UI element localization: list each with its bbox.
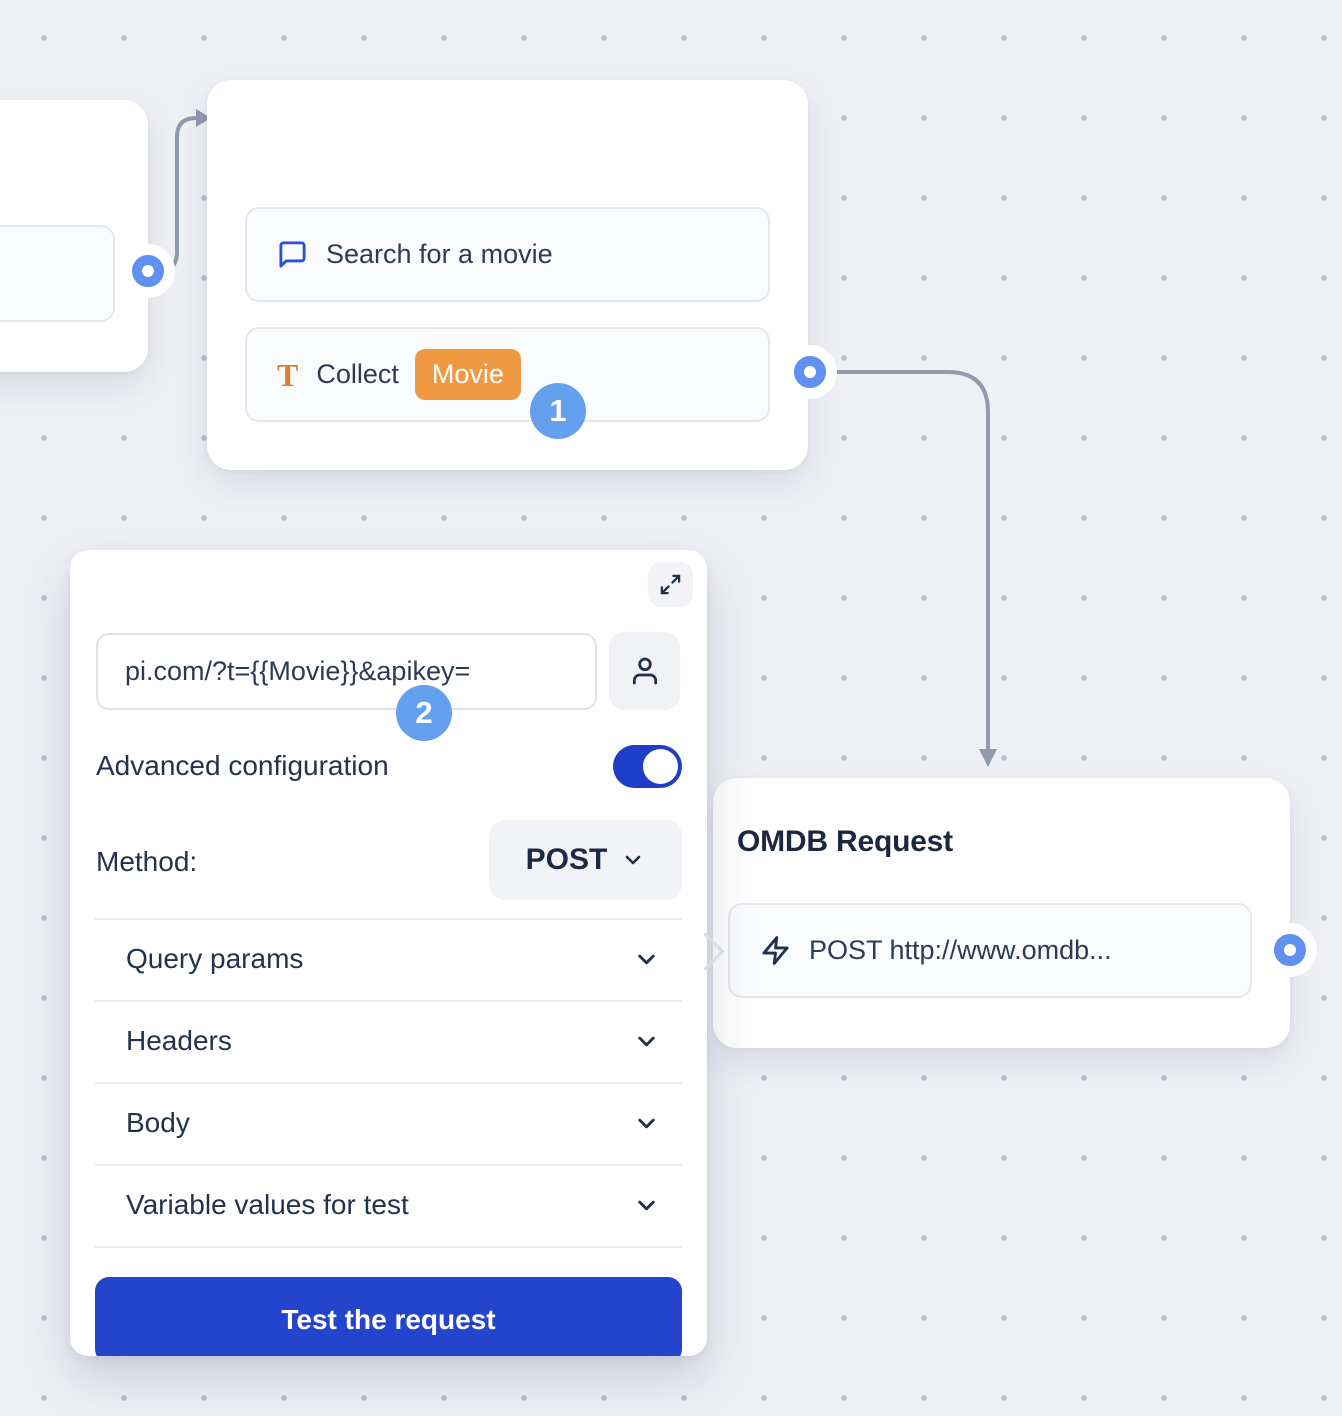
chevron-down-icon — [633, 946, 660, 973]
divider — [95, 918, 682, 920]
section-label: Body — [126, 1107, 190, 1138]
section-label: Variable values for test — [126, 1189, 409, 1220]
section-headers[interactable]: Headers — [126, 1000, 660, 1082]
toggle-knob — [643, 749, 678, 784]
section-body[interactable]: Body — [126, 1082, 660, 1164]
request-config-panel: pi.com/?t={{Movie}}&apikey= Advanced con… — [70, 550, 707, 1356]
method-select[interactable]: POST — [489, 820, 682, 900]
text-icon: T — [277, 356, 299, 393]
step-badge-1: 1 — [530, 383, 586, 439]
step-badge-2: 2 — [396, 685, 452, 741]
url-value: pi.com/?t={{Movie}}&apikey= — [125, 656, 471, 686]
section-variable-values[interactable]: Variable values for test — [126, 1164, 660, 1246]
divider — [95, 1082, 682, 1084]
arrowhead-to-omdb — [979, 749, 997, 767]
output-port-movie-search[interactable] — [794, 356, 826, 388]
output-port-partial[interactable] — [132, 255, 164, 287]
node-card-omdb[interactable]: OMDB Request POST http://www.omdb... — [713, 778, 1290, 1048]
block-omdb-webhook[interactable]: POST http://www.omdb... — [728, 903, 1252, 998]
zap-icon — [760, 935, 791, 966]
divider — [95, 1246, 682, 1248]
chevron-down-icon — [633, 1110, 660, 1137]
connection-to-movie-search — [150, 116, 199, 273]
advanced-config-toggle[interactable] — [613, 745, 682, 788]
test-request-button[interactable]: Test the request — [95, 1277, 682, 1356]
block-collect-movie[interactable]: T Collect Movie — [245, 327, 770, 422]
node-card-partial[interactable] — [0, 100, 148, 372]
node-card-movie-search[interactable]: Movie search Search for a movie T Collec… — [207, 80, 808, 470]
chevron-down-icon — [633, 1028, 660, 1055]
node-title: OMDB Request — [737, 825, 953, 858]
section-query-params[interactable]: Query params — [126, 918, 660, 1000]
url-input[interactable]: pi.com/?t={{Movie}}&apikey= — [96, 633, 597, 710]
advanced-configuration-label: Advanced configuration — [96, 750, 389, 781]
variable-chip-movie: Movie — [414, 348, 521, 401]
block-label: Search for a movie — [326, 239, 553, 269]
method-label: Method: — [96, 846, 198, 877]
person-icon — [629, 655, 661, 687]
divider — [95, 1164, 682, 1166]
partial-block-item[interactable] — [0, 225, 115, 322]
block-search-for-movie[interactable]: Search for a movie — [245, 207, 770, 302]
divider — [95, 1000, 682, 1002]
block-label: POST http://www.omdb... — [809, 935, 1112, 965]
output-port-omdb[interactable] — [1274, 934, 1306, 966]
section-label: Query params — [126, 943, 304, 974]
section-label: Headers — [126, 1025, 232, 1056]
connection-to-omdb — [814, 370, 990, 752]
expand-icon — [659, 573, 682, 596]
chevron-down-icon — [633, 1192, 660, 1219]
expand-button[interactable] — [648, 562, 693, 607]
chevron-down-icon — [621, 848, 645, 872]
block-label: Collect — [316, 359, 399, 389]
variables-button[interactable] — [609, 632, 680, 710]
message-square-icon — [277, 239, 308, 270]
method-value: POST — [525, 843, 608, 876]
